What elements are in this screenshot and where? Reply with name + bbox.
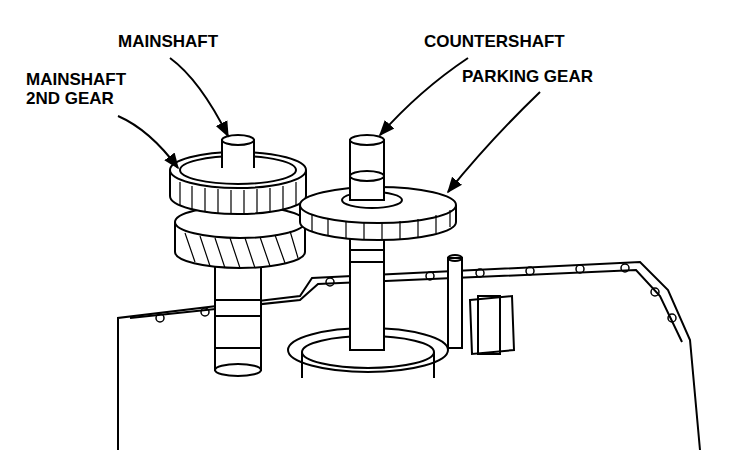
part-label: PARKING GEAR: [462, 67, 593, 86]
part-label: MAINSHAFT: [118, 32, 218, 51]
part-label: COUNTERSHAFT: [424, 32, 565, 51]
part-label: MAINSHAFT 2ND GEAR: [26, 70, 148, 108]
